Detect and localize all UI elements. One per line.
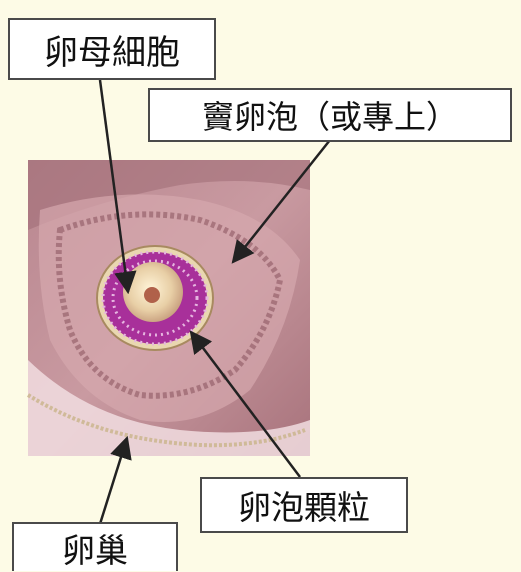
follicle [97,246,213,350]
granulosa-label: 卵泡顆粒 [200,477,408,533]
nucleus [144,287,160,303]
oocyte-label: 卵母細胞 [8,18,216,80]
antral-follicle-label: 竇卵泡（或專上） [148,88,512,142]
ovary-label: 卵巢 [12,522,178,571]
